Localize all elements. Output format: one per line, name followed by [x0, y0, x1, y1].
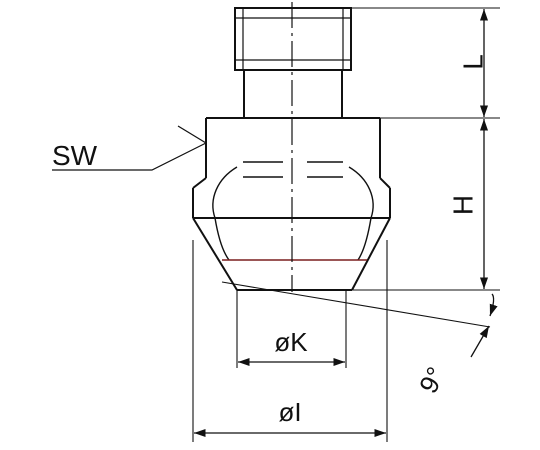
- sw-leader: [52, 125, 207, 171]
- label-k: øK: [274, 327, 308, 357]
- neck: [243, 70, 343, 118]
- label-angle: 9°: [413, 362, 451, 398]
- threaded-stem: [234, 7, 352, 71]
- extension-lines: [192, 7, 500, 442]
- label-sw: SW: [52, 140, 98, 171]
- hex-body: [192, 117, 391, 189]
- label-i: øI: [278, 397, 301, 427]
- label-l: L: [458, 54, 489, 70]
- angle-dimension: [470, 293, 498, 358]
- label-h: H: [448, 195, 479, 215]
